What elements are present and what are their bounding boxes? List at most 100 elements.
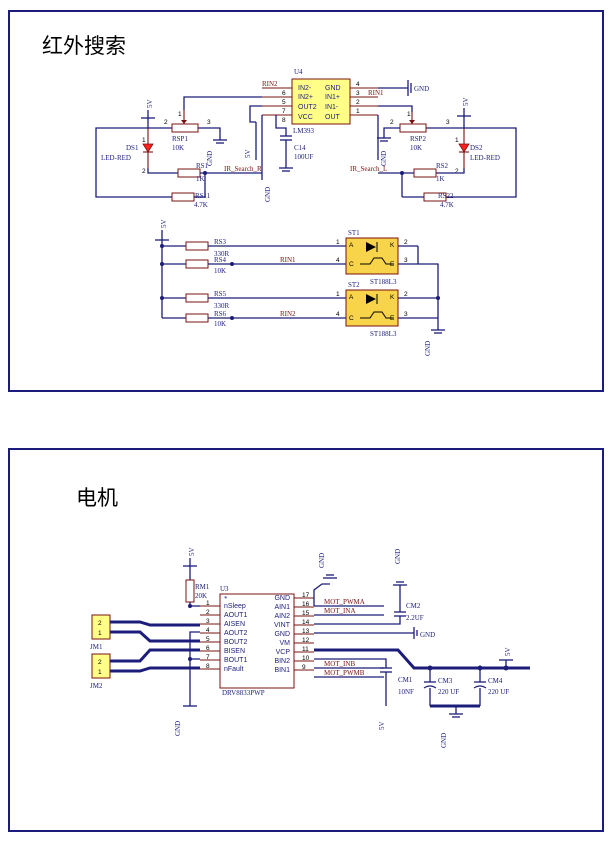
svg-text:4: 4 bbox=[336, 257, 340, 264]
motor-5v-right-label: 5V bbox=[504, 647, 512, 656]
rs2-ref: RS2 bbox=[436, 162, 449, 170]
st1-part: ST188L3 bbox=[370, 278, 397, 286]
u4-num-l4: 8 bbox=[282, 117, 286, 124]
svg-text:2: 2 bbox=[404, 239, 408, 246]
u3-right-pins: 17GND16AIN115AIN214VINT13GND12VM11VCP10B… bbox=[274, 592, 314, 674]
u4-pin-in2p: IN2+ bbox=[298, 94, 313, 101]
u3-right-pin-name: BIN2 bbox=[274, 658, 290, 665]
u3-right-pin-name: VM bbox=[280, 640, 291, 647]
u3-left-pin-num: 7 bbox=[206, 654, 210, 661]
u4-pin-gnd: GND bbox=[325, 85, 341, 92]
st1-rb-ref: RS4 bbox=[214, 256, 227, 264]
svg-text:A: A bbox=[349, 294, 354, 301]
u3-right-pin-num: 10 bbox=[302, 655, 310, 662]
svg-text:1: 1 bbox=[336, 239, 340, 246]
cm3-val: 220 UF bbox=[438, 688, 459, 696]
motor-gnd-top-label: GND bbox=[318, 553, 326, 568]
net-rin2-label: RIN2 bbox=[262, 80, 278, 88]
st2-rb-val: 10K bbox=[214, 320, 226, 328]
motor-5v-label: 5V bbox=[188, 547, 196, 556]
st2-ra-val: 330R bbox=[214, 302, 230, 310]
u4-comparator: U4 LM393 IN2- IN2+ OUT2 VCC GND IN1+ IN1… bbox=[262, 68, 378, 135]
sensor-5v-label: 5V bbox=[160, 219, 168, 228]
u3-left-pin-name: nFault bbox=[224, 666, 244, 673]
svg-text:3: 3 bbox=[404, 311, 408, 318]
left-5v-label: 5V bbox=[146, 99, 154, 108]
rs11-val: 4.7K bbox=[194, 201, 208, 209]
rsp1-val: 10K bbox=[172, 144, 184, 152]
u3-right-pin-num: 14 bbox=[302, 619, 310, 626]
rs22-ref: RS22 bbox=[438, 192, 454, 200]
rs1-val: 1K bbox=[196, 175, 205, 183]
motor-gnd-tag: GND bbox=[420, 631, 435, 639]
u4-pin-in1p: IN1+ bbox=[325, 94, 340, 101]
u4-num-r3: 2 bbox=[356, 99, 360, 106]
cm1-ref: CM1 bbox=[398, 676, 413, 684]
svg-text:1: 1 bbox=[455, 137, 459, 144]
u4-num-l3: 7 bbox=[282, 108, 286, 115]
u3-motor-driver: U3 * DRV8833PWP bbox=[219, 585, 295, 697]
net-rin1-label: RIN1 bbox=[368, 89, 384, 97]
jm1-pin2: 2 bbox=[98, 620, 102, 627]
u3-left-pin-num: 5 bbox=[206, 636, 210, 643]
u3-left-pin-num: 1 bbox=[206, 600, 210, 607]
st1-rb-val: 10K bbox=[214, 267, 226, 275]
st2-ref: ST2 bbox=[348, 281, 360, 289]
ds2-ref: DS2 bbox=[470, 144, 483, 152]
u4-num-r4: 1 bbox=[356, 108, 360, 115]
u3-left-pin-num: 8 bbox=[206, 663, 210, 670]
sensor-gnd-label: GND bbox=[424, 341, 432, 356]
cm4-ref: CM4 bbox=[488, 677, 503, 685]
svg-text:1: 1 bbox=[142, 137, 146, 144]
jm1-ref: JM1 bbox=[90, 643, 103, 651]
u4-gnd2-label: GND bbox=[264, 187, 272, 202]
u3-left-pin-name: BOUT2 bbox=[224, 639, 247, 646]
u3-part: DRV8833PWP bbox=[222, 689, 265, 697]
cm4-val: 220 UF bbox=[488, 688, 509, 696]
u4-5v-label: 5V bbox=[244, 149, 252, 158]
u3-right-pin-num: 12 bbox=[302, 637, 310, 644]
svg-text:2: 2 bbox=[390, 119, 394, 126]
ds1-val: LED-RED bbox=[101, 154, 131, 162]
sensor-block: 5V RS3 330R RS4 10K RIN1 ST1 ST188L3 A K… bbox=[155, 219, 445, 356]
u3-right-pin-num: 15 bbox=[302, 610, 310, 617]
u4-pin-vcc: VCC bbox=[298, 114, 313, 121]
st1-ref: ST1 bbox=[348, 229, 360, 237]
svg-text:K: K bbox=[390, 294, 395, 301]
cm2-ref: CM2 bbox=[406, 602, 421, 610]
u3-right-pin-name: BIN1 bbox=[274, 667, 290, 674]
cm3-ref: CM3 bbox=[438, 677, 453, 685]
jm1-connector: 2 1 JM1 bbox=[90, 614, 111, 651]
net-ir-search-r: IR_Search_R bbox=[224, 165, 262, 173]
u4-ref: U4 bbox=[294, 68, 303, 76]
svg-text:2: 2 bbox=[164, 119, 168, 126]
u3-left-pin-num: 2 bbox=[206, 609, 210, 616]
u4-num-l2: 5 bbox=[282, 99, 286, 106]
rs22-val: 4.7K bbox=[440, 201, 454, 209]
net-ir-search-l: IR_Search_L bbox=[350, 165, 387, 173]
u3-left-pin-name: BOUT1 bbox=[224, 657, 247, 664]
left-ir-channel: 5V 2 1 3 RSP1 10K GND 1 2 DS1 LED-RED RS… bbox=[95, 99, 262, 209]
svg-text:A: A bbox=[349, 242, 354, 249]
u3-left-pin-num: 6 bbox=[206, 645, 210, 652]
jm2-connector: 2 1 JM2 bbox=[90, 653, 111, 690]
u3-left-pin-name: AISEN bbox=[224, 621, 245, 628]
right-5v-label: 5V bbox=[462, 97, 470, 106]
u3-right-pin-name: AIN2 bbox=[274, 613, 290, 620]
u3-left-pin-num: 4 bbox=[206, 627, 210, 634]
u4-part: LM393 bbox=[293, 127, 315, 135]
svg-text:1: 1 bbox=[407, 111, 411, 118]
c14-val: 100UF bbox=[294, 153, 314, 161]
rm1-val: 20K bbox=[195, 592, 207, 600]
svg-text:C: C bbox=[349, 261, 354, 268]
u3-right-pin-num: 17 bbox=[302, 592, 310, 599]
ir-section-title: 红外搜索 bbox=[42, 34, 126, 58]
rsp2-val: 10K bbox=[410, 144, 422, 152]
u4-gnd-label: GND bbox=[414, 85, 429, 93]
left-gnd-label: GND bbox=[206, 151, 214, 166]
u3-left-pin-name: BISEN bbox=[224, 648, 245, 655]
rs2-val: 1K bbox=[436, 175, 445, 183]
u3-right-pin-name: VINT bbox=[274, 622, 291, 629]
motor-panel bbox=[8, 448, 604, 832]
net-mot-inb: MOT_INB bbox=[324, 660, 355, 668]
